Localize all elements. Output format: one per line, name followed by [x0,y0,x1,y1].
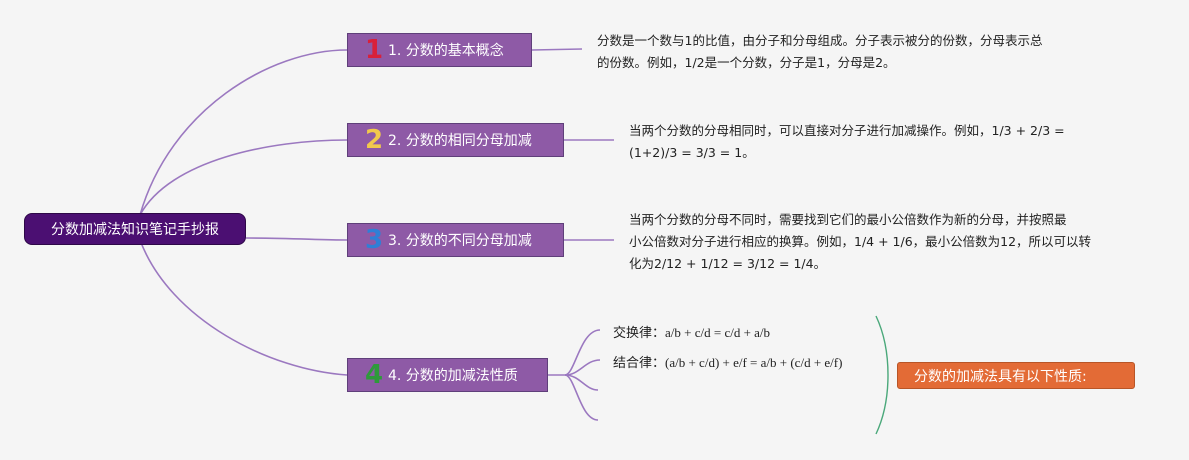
link-branch-1 [139,49,348,216]
branch-basic-concept[interactable]: 1 1. 分数的基本概念 [347,33,532,67]
branch-label: 2. 分数的相同分母加减 [388,133,532,149]
law-label: 结合律： [613,356,666,371]
branch-same-denominator[interactable]: 2 2. 分数的相同分母加减 [347,123,564,157]
root-topic[interactable]: 分数加减法知识笔记手抄报 [24,213,246,245]
law-associative[interactable]: 结合律：(a/b + c/d) + e/f = a/b + (c/d + e/f… [613,352,842,371]
desc-line: 小公倍数对分子进行相应的换算。例如，1/4 + 1/6，最小公倍数为12，所以可… [629,234,1092,249]
desc-line: 分数是一个数与1的比值，由分子和分母组成。分子表示被分的份数，分母表示总 [597,33,1043,48]
branch-label: 1. 分数的基本概念 [388,43,504,59]
desc-line: (1+2)/3 = 3/3 = 1。 [629,145,755,160]
branch-label: 3. 分数的不同分母加减 [388,233,532,249]
desc-line: 的份数。例如，1/2是一个分数，分子是1，分母是2。 [597,55,896,70]
desc-basic-concept: 分数是一个数与1的比值，由分子和分母组成。分子表示被分的份数，分母表示总 的份数… [597,30,1042,74]
branch-label: 4. 分数的加减法性质 [388,368,518,384]
number-4-icon: 4 [364,360,384,390]
desc-line: 当两个分数的分母相同时，可以直接对分子进行加减操作。例如，1/3 + 2/3 = [629,123,1065,138]
link-law-1 [564,329,601,376]
link-branch-4 [139,239,348,376]
branch-properties[interactable]: 4 4. 分数的加减法性质 [347,358,548,392]
link-law-2 [564,359,601,376]
summary-box[interactable]: 分数的加减法具有以下性质: [897,362,1135,389]
desc-different-denominator: 当两个分数的分母不同时，需要找到它们的最小公倍数作为新的分母，并按照最 小公倍数… [629,209,1091,275]
link-law-3 [564,374,599,391]
summary-brace [875,315,889,435]
number-2-icon: 2 [364,125,384,155]
branch-different-denominator[interactable]: 3 3. 分数的不同分母加减 [347,223,564,257]
law-label: 交换律： [613,326,666,341]
law-formula: (a/b + c/d) + e/f = a/b + (c/d + e/f) [665,355,843,370]
desc-line: 当两个分数的分母不同时，需要找到它们的最小公倍数作为新的分母，并按照最 [629,212,1067,227]
summary-label: 分数的加减法具有以下性质: [914,368,1087,385]
desc-line: 化为2/12 + 1/12 = 3/12 = 1/4。 [629,256,827,271]
law-formula: a/b + c/d = c/d + a/b [665,325,771,340]
link-law-4 [564,374,599,421]
number-3-icon: 3 [364,225,384,255]
law-commutative[interactable]: 交换律：a/b + c/d = c/d + a/b [613,322,770,341]
number-1-icon: 1 [364,35,384,65]
link-branch-3 [245,237,348,241]
root-topic-label: 分数加减法知识笔记手抄报 [51,222,219,238]
desc-same-denominator: 当两个分数的分母相同时，可以直接对分子进行加减操作。例如，1/3 + 2/3 =… [629,120,1065,164]
link-desc-1 [531,48,583,51]
link-branch-2 [139,139,348,216]
